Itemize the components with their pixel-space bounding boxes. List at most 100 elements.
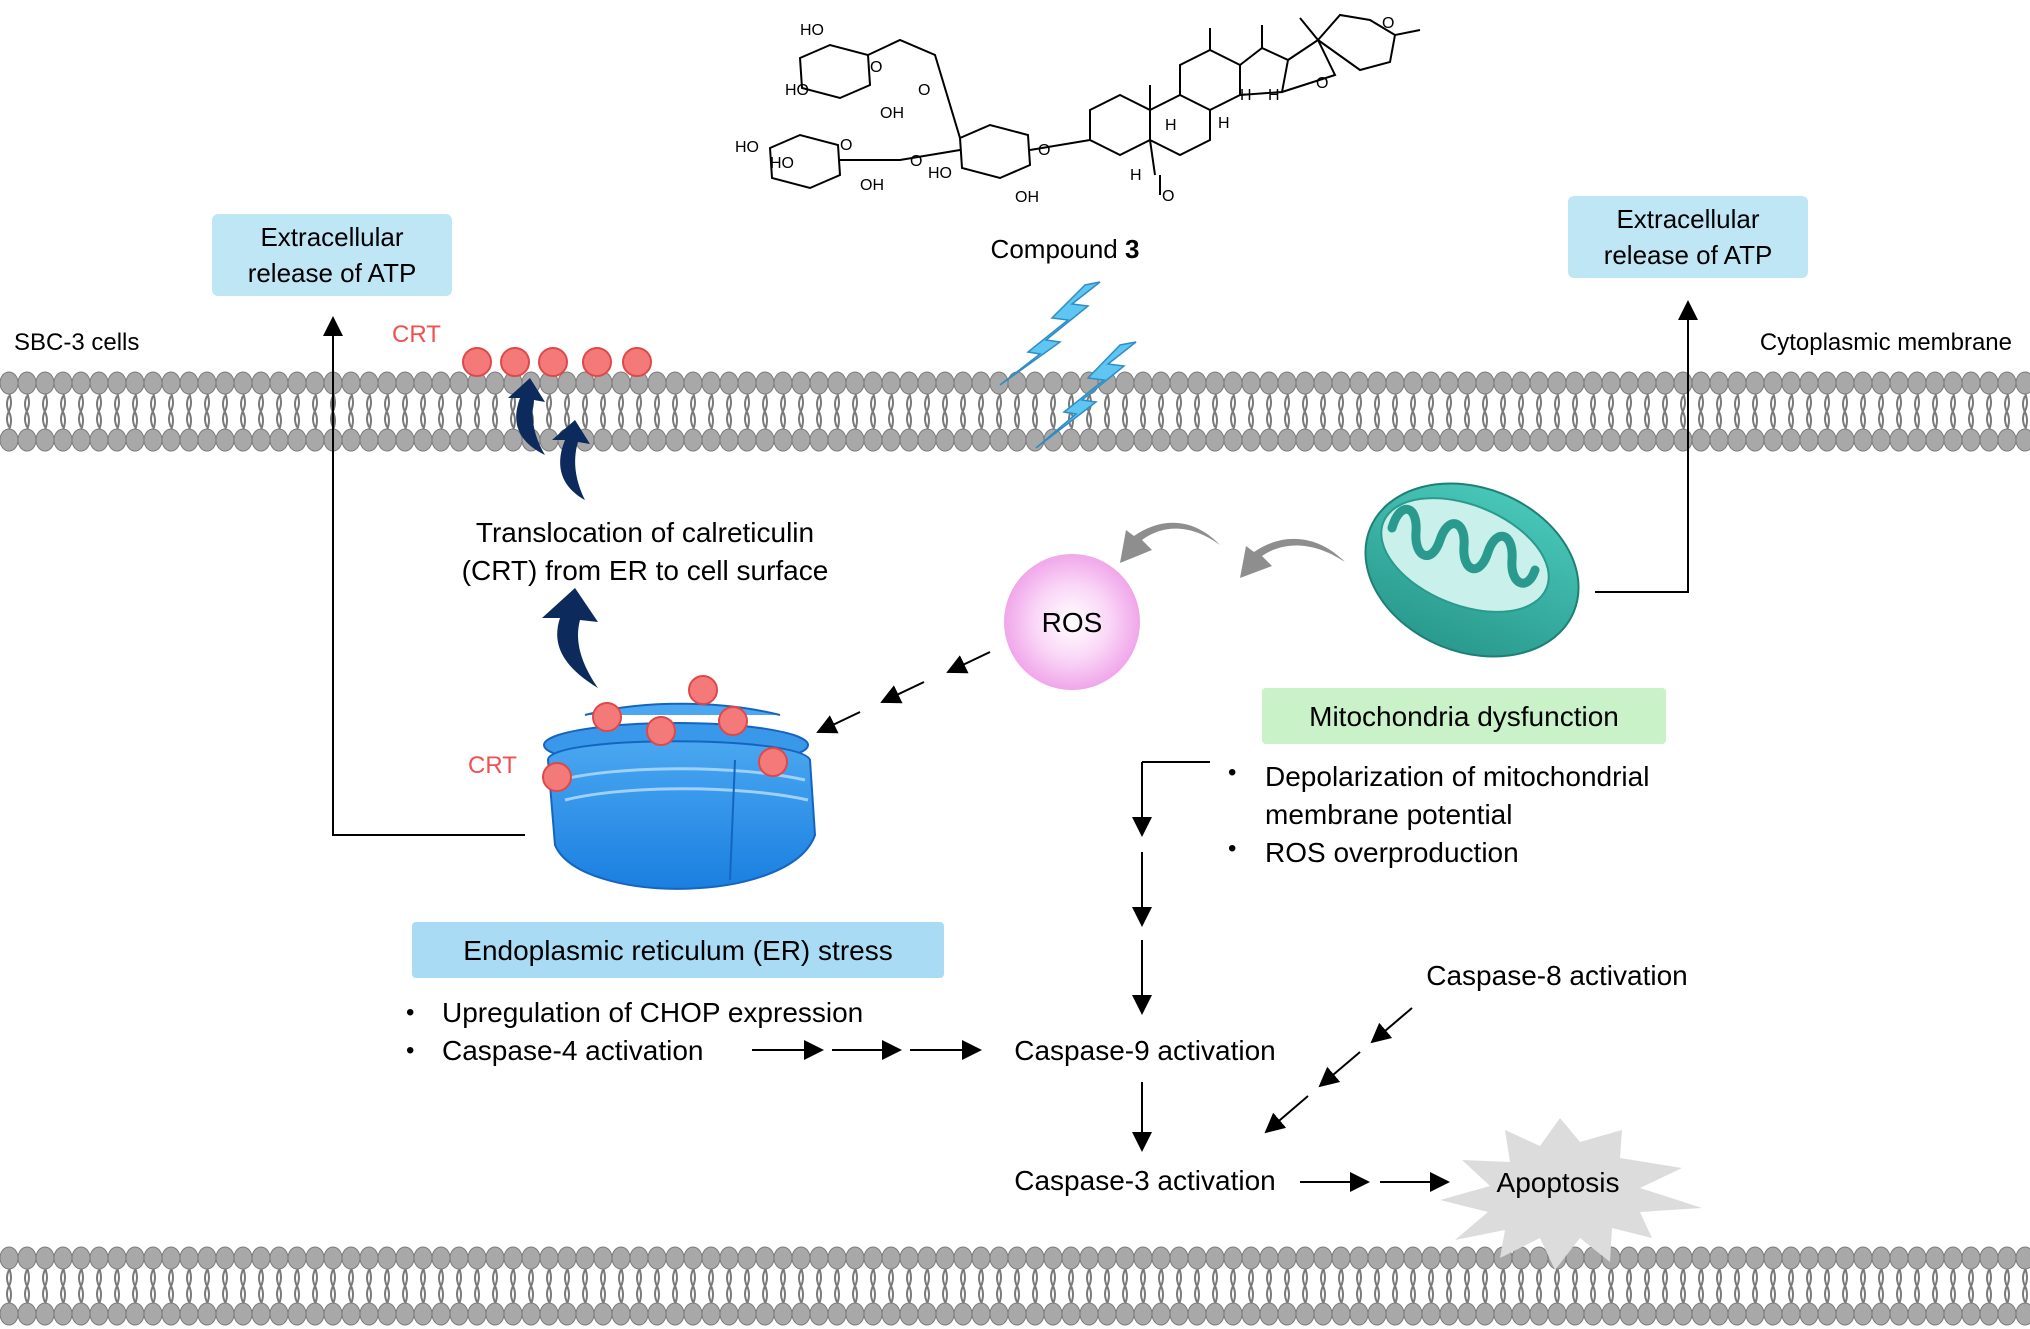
lipid-head [1619,1302,1639,1326]
lipid-head [719,1246,739,1270]
lipid-head [1799,371,1819,395]
lipid-head [863,1302,883,1326]
svg-text:OH: OH [880,105,904,122]
lipid-head [593,1246,613,1270]
lipid-head [35,1246,55,1270]
lipid-head [1979,1302,1999,1326]
lipid-head [1619,1246,1639,1270]
lipid-head [971,371,991,395]
lipid-head [1691,428,1711,452]
lipid-head [125,428,145,452]
lipid-head [395,371,415,395]
lipid-head [215,1246,235,1270]
svg-text:HO: HO [735,139,759,156]
lipid-head [1097,1246,1117,1270]
lipid-head [0,428,19,452]
lipid-head [1475,1246,1495,1270]
lipid-head [161,1246,181,1270]
lipid-head [1709,1246,1729,1270]
compound-label: Compound 3 [991,234,1140,264]
lipid-head [1313,428,1333,452]
crt-surface-dots [462,347,652,377]
lipid-head [701,428,721,452]
lipid-head [1241,1246,1261,1270]
lipid-head [161,371,181,395]
lipid-head [1763,1246,1783,1270]
lipid-head [719,1302,739,1326]
lipid-head [593,428,613,452]
lightning-icon [999,281,1137,449]
lipid-head [1169,1246,1189,1270]
lipid-head [1133,371,1153,395]
lipid-head [521,1246,541,1270]
lipid-head [773,371,793,395]
lipid-head [17,1246,37,1270]
lipid-head [1421,428,1441,452]
lipid-head [1277,371,1297,395]
lipid-head [917,1302,937,1326]
lipid-head [773,1302,793,1326]
lipid-head [1367,371,1387,395]
lipid-head [1079,1302,1099,1326]
lipid-head [899,1302,919,1326]
lipid-head [1223,1302,1243,1326]
lipid-head [827,1302,847,1326]
lipid-head [1529,1302,1549,1326]
lipid-head [989,1246,1009,1270]
lipid-head [1637,1302,1657,1326]
lipid-head [683,428,703,452]
lipid-head [899,1246,919,1270]
lipid-head [1835,428,1855,452]
er-bullet-2-marker: • [406,1037,414,1064]
mito-bullet-1-marker: • [1228,759,1236,786]
mito-to-ros-arrows [1120,522,1345,578]
lipid-head [251,428,271,452]
lipid-head [1259,371,1279,395]
lipid-head [485,428,505,452]
lipid-head [1763,371,1783,395]
lipid-head [413,1246,433,1270]
lipid-head [1763,428,1783,452]
lipid-head [1547,428,1567,452]
lipid-head [1673,1302,1693,1326]
svg-text:H: H [1165,117,1177,134]
lipid-head [1331,371,1351,395]
lipid-head [719,428,739,452]
lipid-head [71,1302,91,1326]
lipid-head [755,1246,775,1270]
lipid-head [1655,1246,1675,1270]
lipid-head [665,371,685,395]
lipid-head [1025,428,1045,452]
lipid-head [1331,1246,1351,1270]
lipid-head [1529,371,1549,395]
lipid-head [71,1246,91,1270]
lipid-head [341,1246,361,1270]
lipid-head [1763,1302,1783,1326]
svg-text:release of ATP: release of ATP [1604,240,1773,270]
translocation-text-line1: Translocation of calreticulin [476,517,814,548]
svg-text:O: O [1316,75,1328,92]
lipid-head [2015,1246,2030,1270]
lipid-head [665,1302,685,1326]
lipid-head [107,1246,127,1270]
lipid-head [521,1302,541,1326]
lipid-head [953,1246,973,1270]
lipid-head [1565,428,1585,452]
lipid-head [755,371,775,395]
lipid-head [1439,1302,1459,1326]
lipid-head [1997,371,2017,395]
mito-bullet-2: ROS overproduction [1265,837,1519,868]
lipid-head [287,371,307,395]
lipid-head [179,428,199,452]
er-to-atp-arrow [323,316,525,836]
lipid-head [1565,371,1585,395]
lipid-head [1997,1246,2017,1270]
lipid-head [1727,428,1747,452]
svg-text:release of ATP: release of ATP [248,258,417,288]
lipid-head [1691,371,1711,395]
lipid-head [1439,428,1459,452]
lipid-head [1421,1302,1441,1326]
lipid-head [1367,1246,1387,1270]
lipid-head [1835,371,1855,395]
lipid-head [809,371,829,395]
